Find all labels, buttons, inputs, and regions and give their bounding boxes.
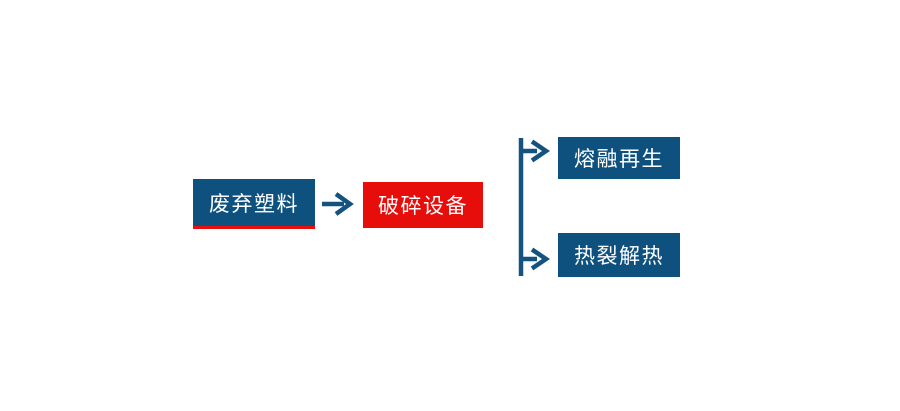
node-crushing-equipment: 破碎设备 [363,182,483,228]
node-crushing-equipment-label: 破碎设备 [378,195,468,218]
node-melt-regeneration: 熔融再生 [558,137,680,179]
node-pyrolysis-heat: 热裂解热 [558,233,680,277]
node-waste-plastic: 废弃塑料 [193,179,315,229]
branch-arrow-top-icon [521,139,551,163]
node-pyrolysis-heat-label: 热裂解热 [574,245,664,268]
node-waste-plastic-label: 废弃塑料 [209,192,299,216]
flow-arrow-right-icon [322,192,354,216]
node-melt-regeneration-label: 熔融再生 [574,148,664,171]
branch-arrow-bottom-icon [521,247,551,271]
